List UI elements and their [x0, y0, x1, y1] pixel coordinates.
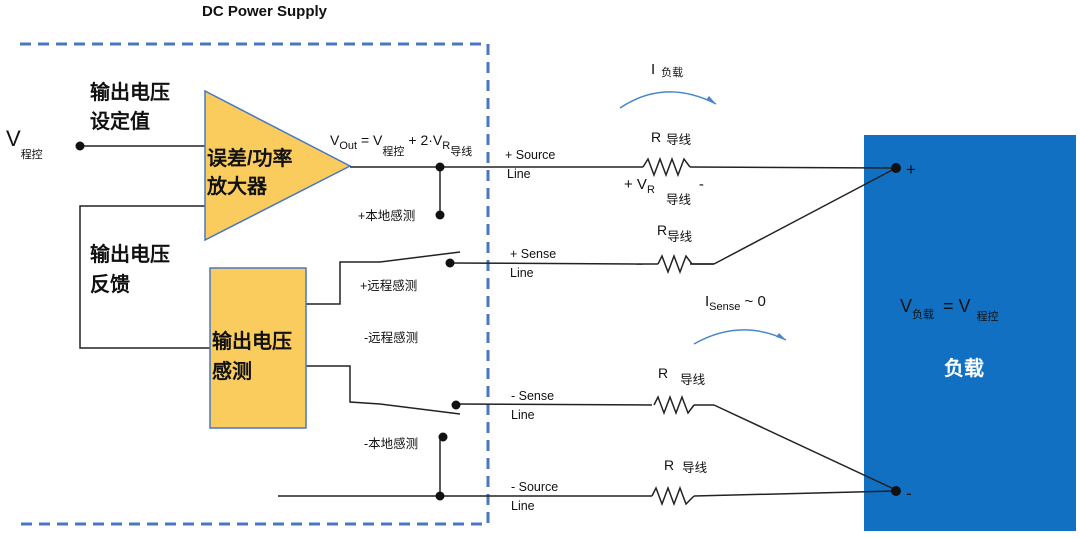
local-sense-minus-label: -本地感测 — [364, 436, 418, 451]
vout-equation: VOut = V程控+ 2·VR导线 — [330, 132, 472, 158]
resistor-source-minus — [651, 485, 695, 507]
sense-minus-label: - Sense — [511, 389, 554, 403]
feedback-label-1: 输出电压 — [90, 242, 170, 266]
source-plus-line-word: Line — [507, 167, 531, 181]
setpoint-label-1: 输出电压 — [90, 80, 170, 104]
load-current-arrowhead — [706, 96, 716, 104]
amplifier-label-1: 误差/功率 — [207, 146, 293, 170]
feedback-label-2: 反馈 — [90, 272, 130, 296]
diagram-title: DC Power Supply — [202, 3, 328, 20]
v-program-label: V程控 — [6, 126, 43, 161]
resistor-sense-minus — [653, 394, 695, 416]
load-plus-terminal: + — [906, 160, 916, 179]
remote-sense-minus-label: -远程感测 — [364, 330, 418, 345]
local-sense-minus-node — [438, 432, 448, 442]
sense-block-label-1: 输出电压 — [212, 329, 292, 353]
resistor-sense-plus — [657, 253, 693, 275]
sense-plus-label: + Sense — [510, 247, 556, 261]
amplifier-label-2: 放大器 — [206, 174, 268, 198]
source-minus-line-word: Line — [511, 499, 535, 513]
setpoint-label-2: 设定值 — [90, 109, 150, 133]
load-voltage-equation: V负载 = V程控 — [900, 296, 999, 323]
sense-current-label: ISense ~ 0 — [705, 293, 766, 313]
load-box — [864, 135, 1076, 531]
load-current-arrow — [619, 91, 717, 109]
source-plus-label: + Source — [505, 148, 555, 162]
resistor-source-plus — [642, 156, 691, 178]
power-supply-boundary — [20, 42, 490, 526]
remote-sense-plus-label: +远程感测 — [360, 278, 417, 293]
local-sense-plus-node — [435, 210, 445, 220]
wiring — [79, 145, 897, 497]
remote-sense-plus-node — [445, 258, 455, 268]
sense-plus-line-word: Line — [510, 266, 534, 280]
error-power-amplifier — [204, 89, 352, 242]
load-minus-node — [891, 486, 901, 496]
local-sense-plus-label: +本地感测 — [358, 208, 415, 223]
load-label: 负载 — [944, 356, 984, 380]
vr-lead-label: 导线 — [666, 193, 692, 207]
vr-label: + VR- — [624, 176, 704, 196]
nodes — [75, 141, 901, 501]
output-voltage-sense-block — [209, 267, 307, 429]
source-minus-label: - Source — [511, 480, 558, 494]
r-lead-label-2: R导线 — [657, 222, 693, 244]
sense-block-label-2: 感测 — [212, 359, 252, 383]
sense-current-arrow — [693, 329, 787, 345]
sense-current-arrowhead — [776, 333, 786, 340]
input-node — [75, 141, 85, 151]
remote-sense-minus-node — [451, 400, 461, 410]
load-minus-terminal: - — [906, 484, 912, 503]
sense-minus-line-word: Line — [511, 408, 535, 422]
load-plus-node — [891, 163, 901, 173]
resistors — [636, 156, 714, 507]
